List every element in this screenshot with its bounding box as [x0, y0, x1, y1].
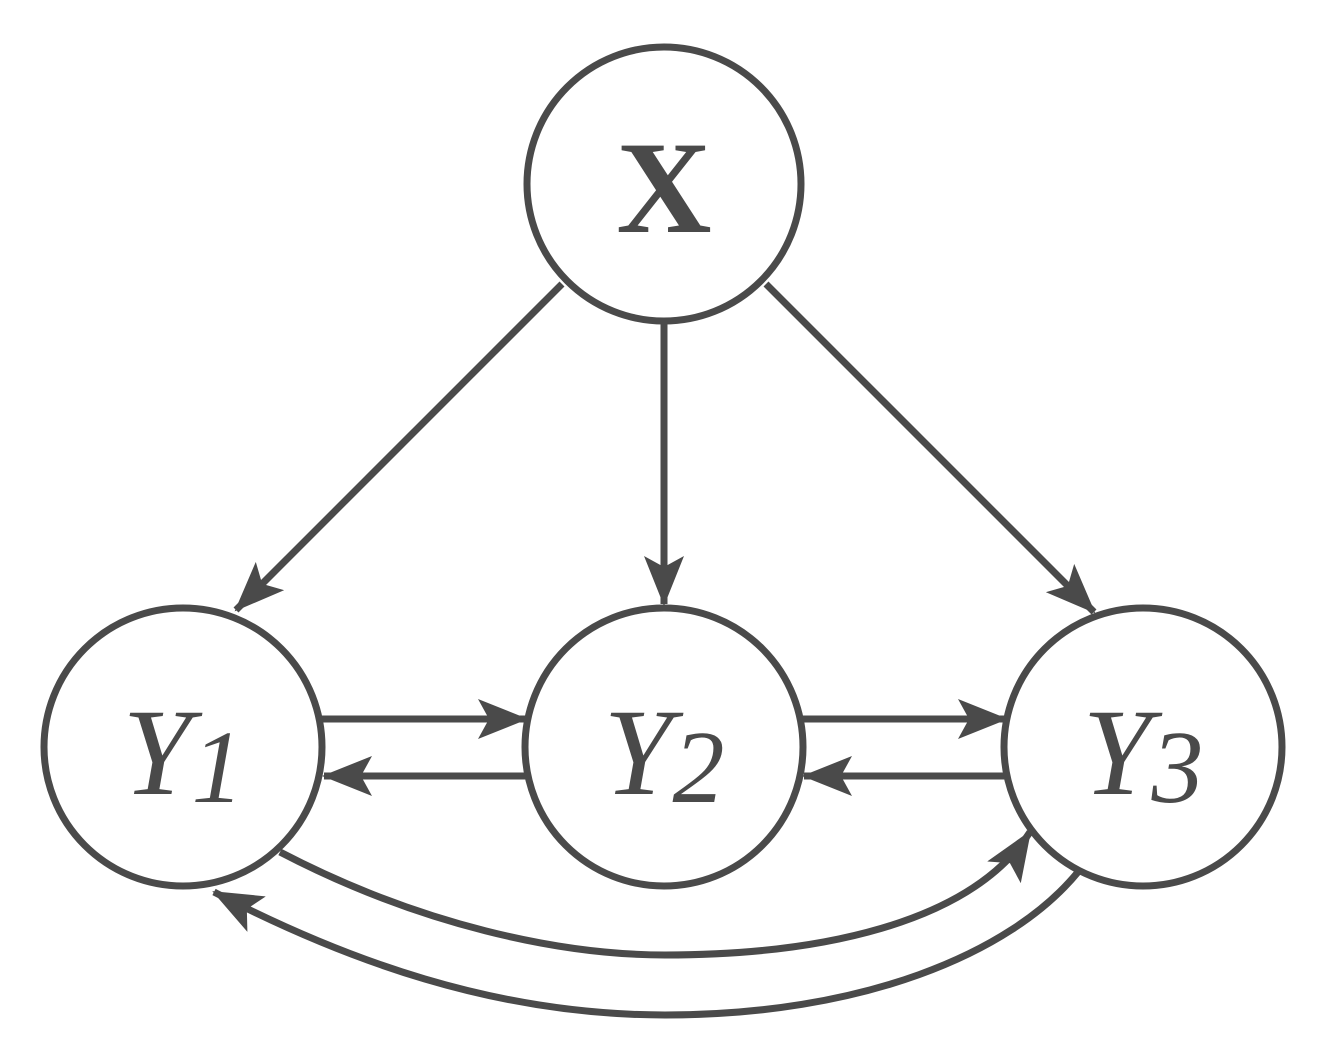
node-y2-circle [521, 604, 807, 890]
node-y2-label: Y2 [604, 684, 725, 825]
edge-x-to-y3 [763, 281, 1097, 615]
node-y3-label-subscript: 3 [1150, 710, 1203, 825]
edge-y3-to-y1-curve [212, 869, 1081, 1019]
node-y3-label-main: Y [1083, 684, 1163, 821]
edge-x-to-y1 [233, 281, 565, 613]
node-x-circle [523, 43, 805, 325]
node-y3: Y3 [1000, 604, 1286, 890]
node-y2: Y2 [521, 604, 807, 890]
node-y3-circle [1000, 604, 1286, 890]
node-y1-label-main: Y [123, 684, 203, 821]
node-y2-label-subscript: 2 [672, 710, 724, 825]
node-x-label: X [616, 114, 711, 261]
node-y1-label: Y1 [123, 684, 244, 825]
node-y3-label: Y3 [1083, 684, 1204, 825]
edge-y1-to-y3-curve [278, 830, 1033, 959]
node-y1: Y1 [40, 604, 326, 890]
node-y2-label-main: Y [604, 684, 684, 821]
node-y1-circle [40, 604, 326, 890]
node-x: X [523, 43, 805, 325]
node-y1-label-subscript: 1 [191, 710, 243, 825]
